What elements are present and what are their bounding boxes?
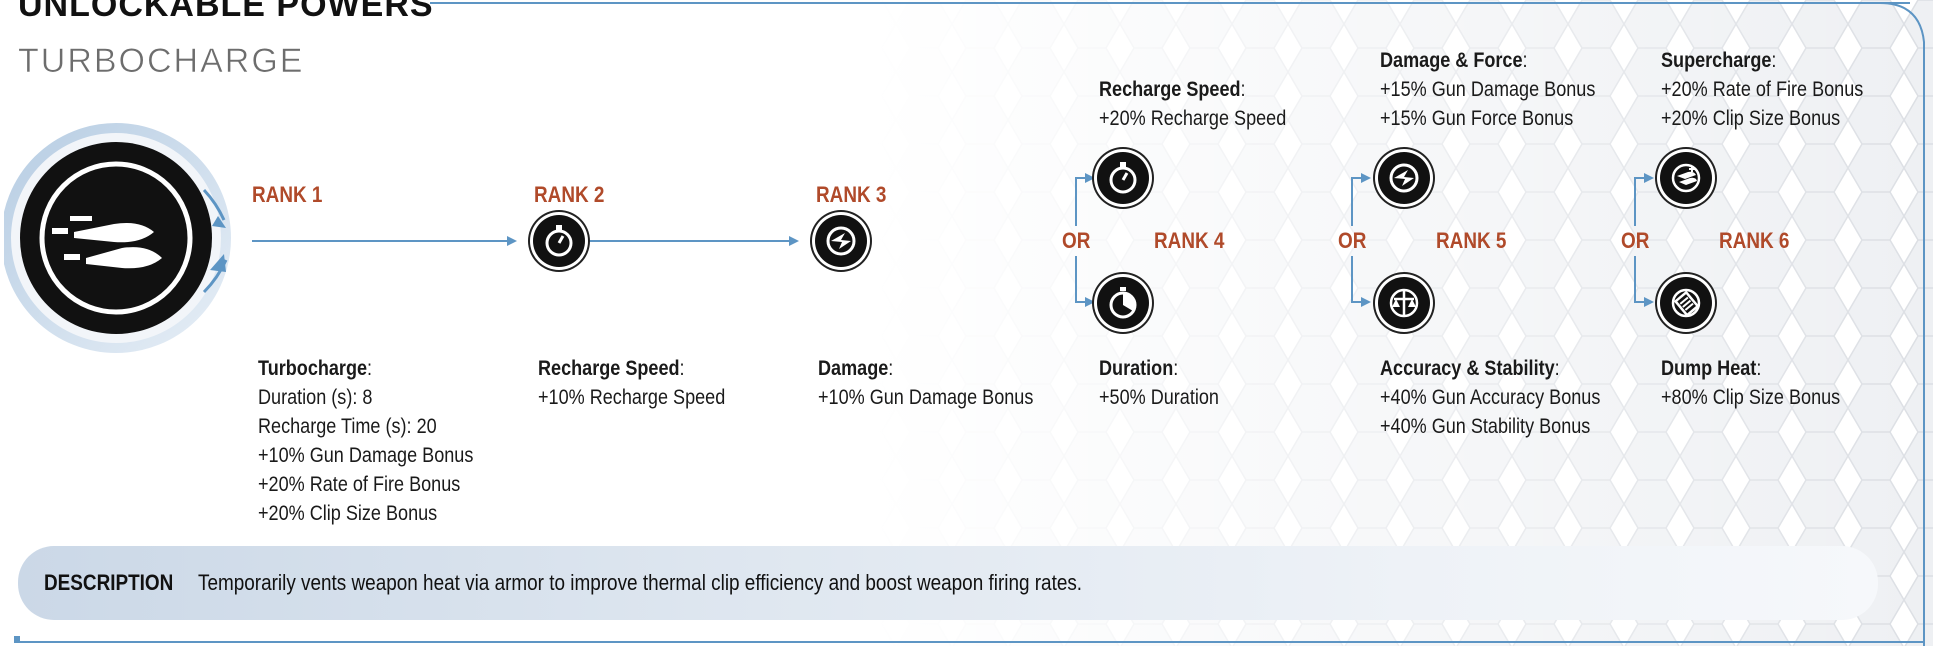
rank-1-title: Turbocharge xyxy=(258,357,368,380)
rank-5-bottom-text: Accuracy & Stability: +40% Gun Accuracy … xyxy=(1380,354,1600,441)
rank-2-line: +10% Recharge Speed xyxy=(538,386,726,409)
rank-6-top-line: +20% Clip Size Bonus xyxy=(1661,107,1841,130)
crosshair-scale-icon[interactable] xyxy=(1378,277,1430,329)
rank-5-top-line: +15% Gun Damage Bonus xyxy=(1380,78,1596,101)
frame-right-curve xyxy=(1880,2,1925,646)
rank-1-line: +20% Clip Size Bonus xyxy=(258,502,438,525)
rank-3-text: Damage: +10% Gun Damage Bonus xyxy=(818,354,1033,412)
rank-6-bottom-line: +80% Clip Size Bonus xyxy=(1661,386,1841,409)
section-title: UNLOCKABLE POWERS xyxy=(18,0,434,24)
rank-3-title: Damage xyxy=(818,357,889,380)
rank-1-line: Duration (s): 8 xyxy=(258,386,373,409)
frame-bottom-line xyxy=(14,641,1924,643)
rank-2-text: Recharge Speed: +10% Recharge Speed xyxy=(538,354,725,412)
stopwatch-icon[interactable] xyxy=(533,215,585,267)
damage-burst-icon[interactable] xyxy=(815,215,867,267)
description-label: DESCRIPTION xyxy=(44,570,174,595)
rank-1-text: Turbocharge: Duration (s): 8 Recharge Ti… xyxy=(258,354,473,528)
rank-4-bottom-title: Duration xyxy=(1099,357,1174,380)
rank-3-line: +10% Gun Damage Bonus xyxy=(818,386,1034,409)
rank-1-line: +20% Rate of Fire Bonus xyxy=(258,473,461,496)
rank-4-or-label: OR xyxy=(1062,228,1091,253)
rank-5-top-text: Damage & Force: +15% Gun Damage Bonus +1… xyxy=(1380,46,1595,133)
rank-5-bottom-line: +40% Gun Stability Bonus xyxy=(1380,415,1591,438)
rank-6-top-title: Supercharge xyxy=(1661,49,1772,72)
power-name: TURBOCHARGE xyxy=(18,42,305,81)
rank-4-label: RANK 4 xyxy=(1154,228,1225,253)
turbocharge-power-icon[interactable] xyxy=(4,120,244,360)
rank-1-line: Recharge Time (s): 20 xyxy=(258,415,437,438)
rank-5-or-label: OR xyxy=(1338,228,1367,253)
rank-3-label: RANK 3 xyxy=(816,182,887,207)
rank-6-bottom-title: Dump Heat xyxy=(1661,357,1757,380)
rank-6-or-label: OR xyxy=(1621,228,1650,253)
description-bar: DESCRIPTION Temporarily vents weapon hea… xyxy=(18,546,1878,620)
rank-4-top-line: +20% Recharge Speed xyxy=(1099,107,1287,130)
duration-clock-icon[interactable] xyxy=(1097,277,1149,329)
rank-4-top-text: Recharge Speed: +20% Recharge Speed xyxy=(1099,75,1286,133)
heat-sink-icon[interactable] xyxy=(1660,277,1712,329)
rank-6-top-line: +20% Rate of Fire Bonus xyxy=(1661,78,1864,101)
rank-1-line: +10% Gun Damage Bonus xyxy=(258,444,474,467)
rank-2-label: RANK 2 xyxy=(534,182,605,207)
rank-4-bottom-text: Duration: +50% Duration xyxy=(1099,354,1219,412)
frame-top-line xyxy=(430,2,1910,4)
rank-2-title: Recharge Speed xyxy=(538,357,680,380)
supercharge-icon[interactable] xyxy=(1660,152,1712,204)
frame-bottom-tick xyxy=(14,636,20,643)
rank-5-top-line: +15% Gun Force Bonus xyxy=(1380,107,1574,130)
rank-5-bottom-line: +40% Gun Accuracy Bonus xyxy=(1380,386,1601,409)
rank-6-top-text: Supercharge: +20% Rate of Fire Bonus +20… xyxy=(1661,46,1863,133)
stopwatch-icon[interactable] xyxy=(1097,152,1149,204)
rank-5-top-title: Damage & Force xyxy=(1380,49,1523,72)
damage-burst-icon[interactable] xyxy=(1378,152,1430,204)
rank-4-bottom-line: +50% Duration xyxy=(1099,386,1219,409)
rank-5-label: RANK 5 xyxy=(1436,228,1507,253)
rank-6-bottom-text: Dump Heat: +80% Clip Size Bonus xyxy=(1661,354,1840,412)
rank-5-bottom-title: Accuracy & Stability xyxy=(1380,357,1555,380)
description-text: Temporarily vents weapon heat via armor … xyxy=(198,570,1083,595)
rank-1-label: RANK 1 xyxy=(252,182,323,207)
rank-6-label: RANK 6 xyxy=(1719,228,1790,253)
rank-4-top-title: Recharge Speed xyxy=(1099,78,1241,101)
